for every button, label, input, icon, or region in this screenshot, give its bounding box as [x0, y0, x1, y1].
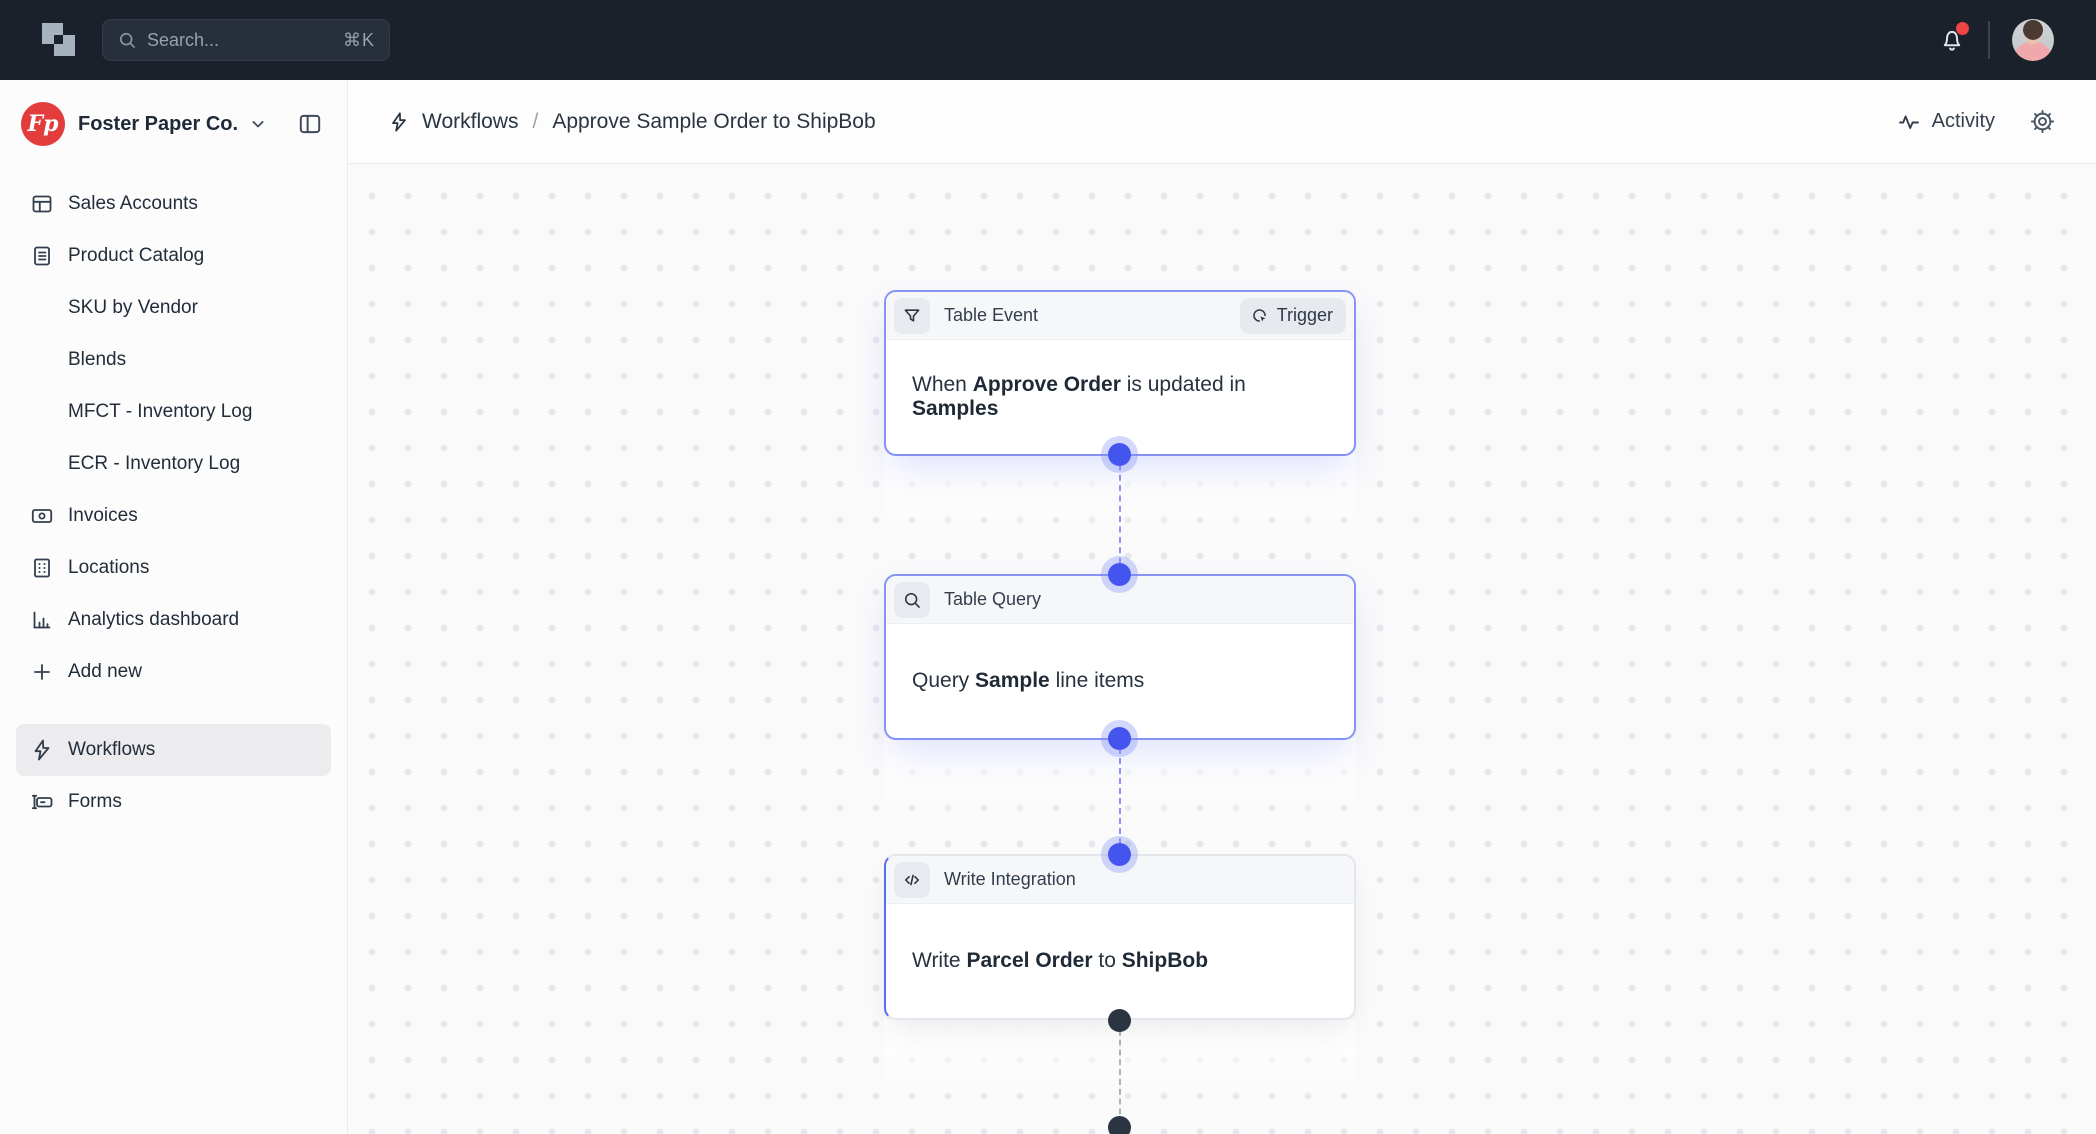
node-table-query[interactable]: Table Query Query Sample line items [884, 574, 1356, 740]
building-icon [30, 556, 54, 580]
topbar-divider [1988, 21, 1990, 59]
node-table-event[interactable]: Table Event Trigger When Approve Order i… [884, 290, 1356, 456]
chevron-down-icon[interactable] [248, 114, 268, 134]
notification-badge [1956, 22, 1969, 35]
bell-icon[interactable] [1938, 22, 1969, 54]
sidebar-collapse-icon[interactable] [297, 111, 323, 137]
sidebar-item-blends[interactable]: Blends [68, 349, 127, 370]
sidebar-item-mfct-inventory-log[interactable]: MFCT - Inventory Log [68, 401, 253, 422]
company-logo[interactable]: Fp [21, 102, 65, 146]
connector-handle[interactable] [1108, 562, 1131, 586]
search-placeholder: Search... [147, 29, 220, 50]
node-title: Write Integration [944, 869, 1076, 889]
sidebar-item-workflows[interactable]: Workflows [16, 724, 331, 776]
node-title: Table Event [944, 305, 1039, 325]
sidebar-item-invoices[interactable]: Invoices [16, 490, 331, 542]
sidebar-item-add-new[interactable]: Add new [16, 646, 331, 698]
connector-3 [884, 1020, 1356, 1134]
sidebar: Fp Foster Paper Co. Sales Accounts Produ… [0, 80, 348, 1134]
connector-handle[interactable] [1108, 1116, 1131, 1134]
workflow-canvas[interactable]: Table Event Trigger When Approve Order i… [348, 164, 2096, 1134]
connector-handle[interactable] [1108, 842, 1131, 866]
node-description: Query Sample line items [912, 669, 1145, 692]
app-logo-icon[interactable] [42, 23, 76, 57]
node-description: Write Parcel Order to ShipBob [912, 949, 1209, 972]
sidebar-item-locations[interactable]: Locations [16, 542, 331, 594]
funnel-icon [894, 297, 930, 334]
automation-trigger-icon [1252, 309, 1266, 322]
connector-handle[interactable] [1108, 442, 1131, 466]
search-shortcut: ⌘K [342, 29, 375, 50]
pulse-icon [1898, 115, 1919, 129]
connector-handle[interactable] [1108, 1008, 1131, 1032]
bar-chart-icon [30, 608, 54, 632]
table-icon [30, 192, 54, 216]
topbar: Search... ⌘K [0, 0, 2096, 80]
node-description: When Approve Order is updated in Samples [912, 373, 1246, 420]
breadcrumb-workflows-link[interactable]: Workflows [422, 109, 519, 133]
sidebar-item-forms[interactable]: Forms [16, 776, 331, 828]
search-input[interactable]: Search... ⌘K [102, 19, 390, 61]
code-icon [894, 861, 930, 898]
sidebar-item-ecr-inventory-log[interactable]: ECR - Inventory Log [68, 453, 241, 474]
sidebar-item-sku-by-vendor[interactable]: SKU by Vendor [68, 297, 198, 318]
node-write-integration[interactable]: Write Integration Write Parcel Order to … [884, 854, 1356, 1020]
sidebar-item-product-catalog[interactable]: Product Catalog [16, 230, 331, 282]
document-icon [30, 244, 54, 268]
search-icon [117, 30, 137, 50]
search-icon [894, 581, 930, 618]
nav-spacer [0, 698, 347, 724]
zap-icon [388, 111, 410, 133]
connector-handle[interactable] [1108, 726, 1131, 750]
banknote-icon [30, 504, 54, 528]
breadcrumb-separator: / [532, 109, 539, 133]
gear-icon[interactable] [2029, 108, 2056, 135]
breadcrumb: Workflows / Approve Sample Order to Ship… [388, 110, 876, 134]
sidebar-item-analytics-dashboard[interactable]: Analytics dashboard [16, 594, 331, 646]
connector-1 [884, 454, 1356, 574]
zap-icon [30, 738, 54, 762]
company-name[interactable]: Foster Paper Co. [78, 112, 239, 135]
avatar[interactable] [2012, 19, 2054, 61]
connector-2 [884, 738, 1356, 854]
trigger-badge: Trigger [1239, 297, 1346, 334]
page-title: Approve Sample Order to ShipBob [552, 109, 876, 133]
plus-icon [30, 660, 54, 684]
activity-button[interactable]: Activity [1897, 110, 1995, 134]
node-title: Table Query [944, 589, 1042, 609]
sidebar-item-sales-accounts[interactable]: Sales Accounts [16, 178, 331, 230]
sidebar-nav: Sales Accounts Product Catalog SKU by Ve… [0, 168, 347, 828]
page-header: Workflows / Approve Sample Order to Ship… [348, 80, 2096, 164]
form-input-icon [30, 790, 54, 814]
